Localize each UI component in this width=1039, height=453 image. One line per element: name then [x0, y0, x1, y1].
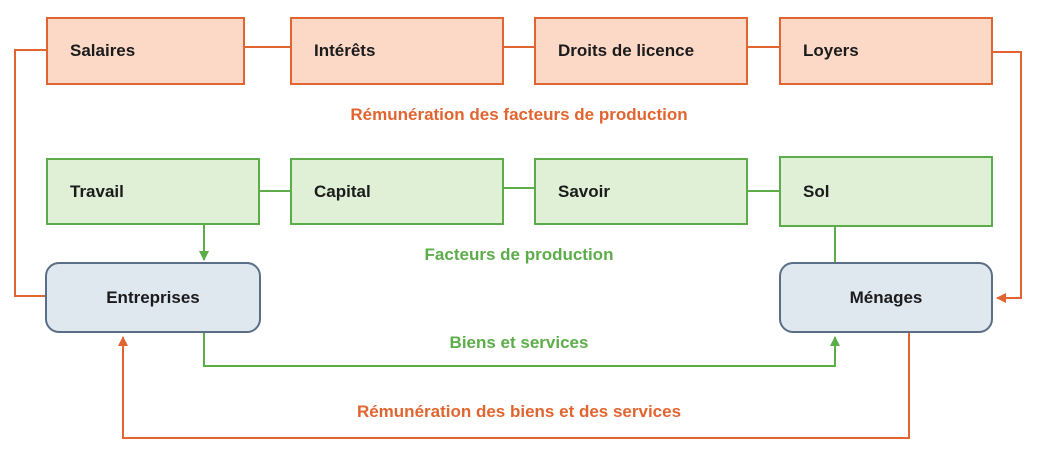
- box-interets: Intérêts: [290, 17, 504, 85]
- box-loyers: Loyers: [779, 17, 993, 85]
- arrow-loyers-to-menages: [993, 51, 1022, 303]
- caption-facteurs-production: Facteurs de production: [424, 245, 614, 264]
- box-droits-de-licence-label: Droits de licence: [558, 41, 695, 60]
- box-sol-label: Sol: [803, 181, 830, 201]
- caption-biens-services: Biens et services: [449, 333, 589, 352]
- box-droits-de-licence: Droits de licence: [534, 17, 748, 85]
- arrow-remuneration-biens: [118, 333, 910, 439]
- box-capital-label: Capital: [314, 181, 371, 201]
- box-salaires: Salaires: [46, 17, 245, 85]
- box-savoir: Savoir: [534, 158, 748, 225]
- box-entreprises: Entreprises: [45, 262, 261, 333]
- box-travail: Travail: [46, 158, 260, 225]
- box-interets-label: Intérêts: [314, 41, 376, 60]
- caption-remuneration-facteurs: Rémunération des facteurs de production: [350, 105, 688, 124]
- box-travail-label: Travail: [70, 181, 124, 201]
- box-capital: Capital: [290, 158, 504, 225]
- box-sol: Sol: [779, 156, 993, 227]
- box-menages: Ménages: [779, 262, 993, 333]
- arrow-entreprises-to-salaires: [14, 49, 46, 297]
- box-salaires-label: Salaires: [70, 41, 136, 60]
- box-entreprises-label: Entreprises: [106, 287, 200, 307]
- caption-remuneration-biens: Rémunération des biens et des services: [356, 402, 682, 421]
- arrow-biens-services: [203, 333, 840, 367]
- box-loyers-label: Loyers: [803, 41, 859, 60]
- box-menages-label: Ménages: [849, 287, 923, 307]
- box-savoir-label: Savoir: [558, 181, 610, 201]
